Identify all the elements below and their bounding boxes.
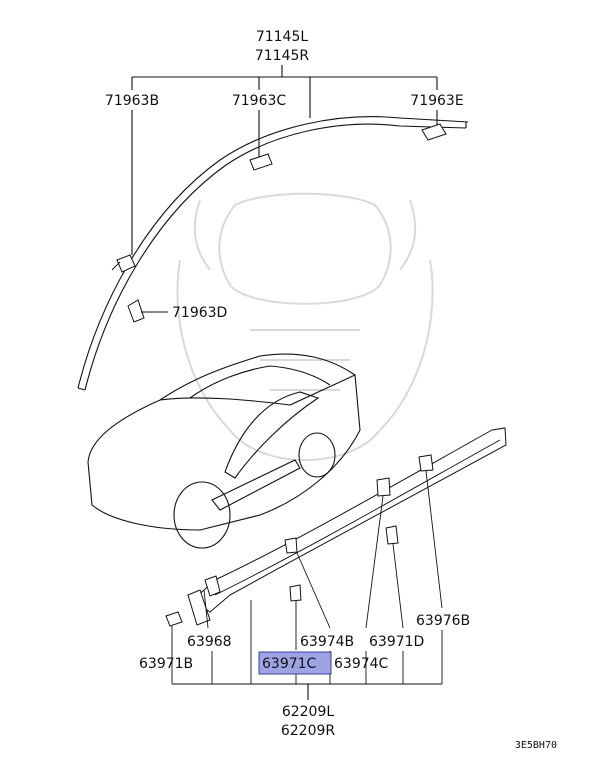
label-62209L: 62209L: [282, 704, 335, 720]
bracket-71145: [131, 65, 438, 118]
label-71963D: 71963D: [172, 305, 227, 321]
highlight-63971C: [258, 651, 332, 675]
label-71963B: 71963B: [105, 93, 159, 109]
car-outline: [87, 353, 361, 549]
label-63971B: 63971B: [139, 656, 193, 672]
roof-molding-71145: [77, 116, 469, 391]
label-71145R: 71145R: [255, 48, 310, 64]
label-63974C: 63974C: [334, 656, 389, 672]
label-63976B: 63976B: [416, 613, 470, 629]
label-62209R: 62209R: [281, 723, 336, 739]
watermark-emblem: [176, 192, 434, 461]
label-63971D: 63971D: [369, 634, 424, 650]
part-labels: 71145L 71145R 71963B 71963C 71963E 71963…: [105, 29, 557, 751]
leader-lines: [171, 470, 443, 700]
label-63971C: 63971C: [262, 656, 317, 672]
label-63974B: 63974B: [300, 634, 354, 650]
diagram-code: 3E5BH70: [515, 740, 557, 751]
fasteners: [165, 454, 434, 627]
label-71145L: 71145L: [256, 29, 309, 45]
label-71963C: 71963C: [232, 93, 287, 109]
clips-71963: [111, 110, 447, 323]
label-71963E: 71963E: [410, 93, 463, 109]
label-63968: 63968: [187, 634, 232, 650]
side-sill-garnish: [187, 427, 507, 626]
